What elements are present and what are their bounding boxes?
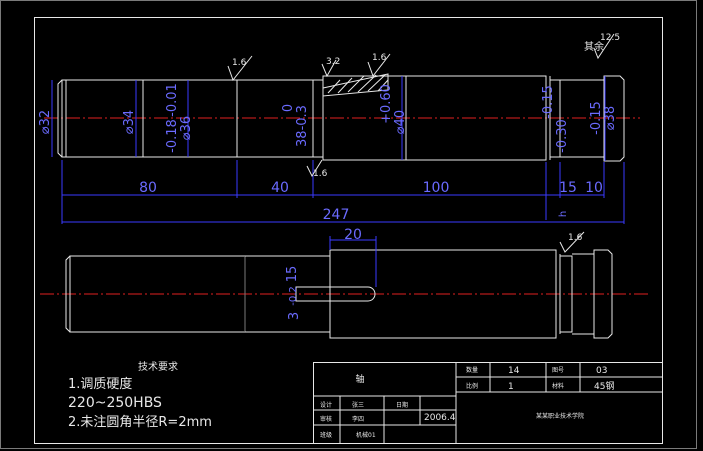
tb-scale: 1 [508,382,514,392]
svg-text:张三: 张三 [352,401,364,409]
svg-text:李四: 李四 [352,415,364,423]
tol-minus-018: -0.18 [165,119,180,153]
roughness-corner-value: 12.5 [600,33,620,43]
dia-40: ⌀40 [393,110,408,134]
tech-line-1: 1.调质硬度 [68,376,132,392]
tol-minus-030: -0.30 [555,119,570,153]
svg-text:比例: 比例 [466,382,478,390]
roughness-corner-label: 其余 [584,40,604,53]
tech-title: 技术要求 [138,360,178,373]
top-view: 20 15 3 -0.2 1.6 [40,227,648,339]
len-small-h: h [558,211,569,217]
tb-material: 45钢 [594,380,614,392]
tech-line-3: 2.未注圆角半径R=2mm [68,415,212,430]
svg-text:数量: 数量 [466,366,478,374]
keyway-offset: 3 [287,312,302,320]
keyway-width: 20 [344,227,362,243]
front-view: ⌀32 ⌀34 -0.01 ⌀36 -0.18 0 38-0.3 +0.60 ⌀… [38,33,640,224]
tb-qty: 14 [508,366,520,376]
dia-36: ⌀36 [179,116,194,140]
keyway-depth: 15 [285,266,300,283]
svg-text:审核: 审核 [320,415,332,423]
svg-text:材料: 材料 [552,382,564,390]
tol-minus-001: -0.01 [165,83,180,117]
svg-text:图号: 图号 [552,367,564,374]
dia-34: ⌀34 [122,110,137,134]
svg-text:1.6: 1.6 [232,58,247,68]
len-15: 15 [559,180,577,196]
tb-part-name: 轴 [355,373,364,385]
tol-zero: 0 [281,104,296,112]
len-10: 10 [585,180,603,196]
dia-38: ⌀38 [603,106,618,130]
roughness-marks: 1.6 1.6 3.2 1.6 12.5 其余 [227,33,620,179]
svg-text:日期: 日期 [396,401,408,409]
len-80: 80 [139,180,157,196]
svg-text:机械01: 机械01 [356,431,376,439]
svg-text:1.6: 1.6 [313,169,328,179]
dia-32: ⌀32 [38,110,53,134]
tb-drawing-no: 03 [596,366,607,376]
tol-plus-060: +0.60 [379,84,394,124]
tech-requirements: 技术要求 1.调质硬度 220~250HBS 2.未注圆角半径R=2mm [68,360,212,430]
tol-38: 38-0.3 [295,105,310,147]
len-247: 247 [323,207,350,223]
dia-40-right: -0.15 [589,101,604,135]
svg-text:设计: 设计 [320,401,332,409]
tol-minus-015-a: -0.15 [541,85,556,119]
tb-school: 某某职业技术学院 [536,412,584,420]
title-block: 轴 数量 14 图号 03 比例 1 材料 45钢 设计 张三 日期 2006.… [313,362,663,444]
tech-line-2: 220~250HBS [68,395,162,411]
len-40: 40 [271,180,289,196]
svg-text:班级: 班级 [320,431,332,439]
keyway-tol: -0.2 [288,286,299,306]
svg-text:1.6: 1.6 [372,53,387,63]
svg-text:1.6: 1.6 [568,233,583,243]
len-100: 100 [423,180,450,196]
svg-text:3.2: 3.2 [326,57,340,67]
length-dims: 80 40 100 15 10 247 h [61,160,625,224]
tb-date: 2006.4 [424,413,456,423]
